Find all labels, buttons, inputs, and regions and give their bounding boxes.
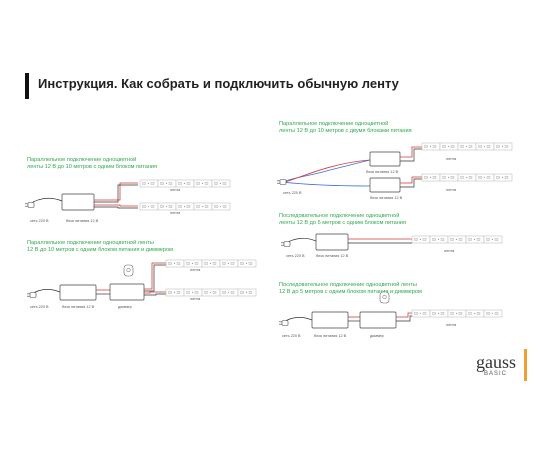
mains-label: сеть 220 В bbox=[282, 334, 301, 338]
mains-plug-icon bbox=[280, 241, 291, 247]
led-strip bbox=[412, 310, 502, 317]
strip-label: лента bbox=[170, 211, 181, 215]
diagram-5: сеть 220 В блок питания 12 В диммер лент… bbox=[278, 291, 502, 338]
led-strip bbox=[422, 143, 512, 150]
diagram-4-title: Последовательное подключение одноцветной… bbox=[279, 213, 406, 226]
diagram-3: сеть 220 В блок питания 12 В блок питани… bbox=[276, 143, 512, 200]
psu-label: блок питания 12 В bbox=[66, 219, 99, 223]
strip-label: лента bbox=[446, 188, 457, 192]
psu-label: блок питания 12 В bbox=[316, 254, 349, 258]
mains-label: сеть 220 В bbox=[30, 219, 49, 223]
led-strip bbox=[412, 236, 502, 243]
led-strip bbox=[166, 289, 256, 296]
led-strip bbox=[140, 180, 230, 187]
strip-label: лента bbox=[170, 188, 181, 192]
strip-label: лента bbox=[190, 268, 201, 272]
led-strip bbox=[422, 174, 512, 181]
brand-logo: gauss bbox=[476, 352, 516, 372]
dimmer-label: диммер bbox=[118, 305, 132, 309]
psu-block bbox=[59, 284, 97, 301]
psu-label: блок питания 12 В bbox=[370, 196, 403, 200]
dimmer-label: диммер bbox=[370, 334, 384, 338]
brand-sub: BASIC bbox=[484, 371, 508, 377]
strip-label: лента bbox=[190, 297, 201, 301]
strip-label: лента bbox=[446, 157, 457, 161]
mains-plug-icon bbox=[26, 292, 37, 298]
remote-icon bbox=[379, 291, 390, 304]
diagram-1: сеть 220 В блок питания 12 В лента лента bbox=[24, 180, 230, 223]
page-title: Инструкция. Как собрать и подключить обы… bbox=[38, 76, 399, 91]
title-accent-bar bbox=[25, 73, 29, 99]
mains-plug-icon bbox=[24, 202, 35, 208]
diagram-4: сеть 220 В блок питания 12 В лента bbox=[280, 233, 502, 258]
strip-label: лента bbox=[444, 249, 455, 253]
psu-block bbox=[311, 311, 349, 329]
mains-label: сеть 220 В bbox=[283, 191, 302, 195]
mains-plug-icon bbox=[278, 320, 289, 326]
remote-icon bbox=[123, 264, 134, 277]
brand-accent-bar bbox=[524, 349, 527, 381]
dimmer-block bbox=[109, 283, 145, 301]
led-strip bbox=[166, 260, 256, 267]
psu-label: блок питания 12 В bbox=[366, 170, 399, 174]
mains-label: сеть 220 В bbox=[30, 305, 49, 309]
strip-label: лента bbox=[446, 323, 457, 327]
diagram-5-title: Последовательное подключение одноцветной… bbox=[279, 282, 422, 295]
psu-block bbox=[61, 193, 95, 211]
diagram-2-title: Параллельное подключение одноцветной лен… bbox=[27, 240, 173, 253]
mains-label: сеть 220 В bbox=[286, 254, 305, 258]
psu-label: блок питания 12 В bbox=[62, 305, 95, 309]
psu-label: блок питания 12 В bbox=[314, 334, 347, 338]
dimmer-block bbox=[359, 311, 397, 329]
led-strip bbox=[140, 203, 230, 210]
psu-block bbox=[315, 233, 349, 251]
psu-block bbox=[369, 151, 401, 167]
diagram-2: сеть 220 В блок питания 12 В диммер лент… bbox=[26, 260, 256, 309]
psu-block bbox=[369, 177, 401, 193]
mains-plug-icon bbox=[276, 179, 287, 185]
